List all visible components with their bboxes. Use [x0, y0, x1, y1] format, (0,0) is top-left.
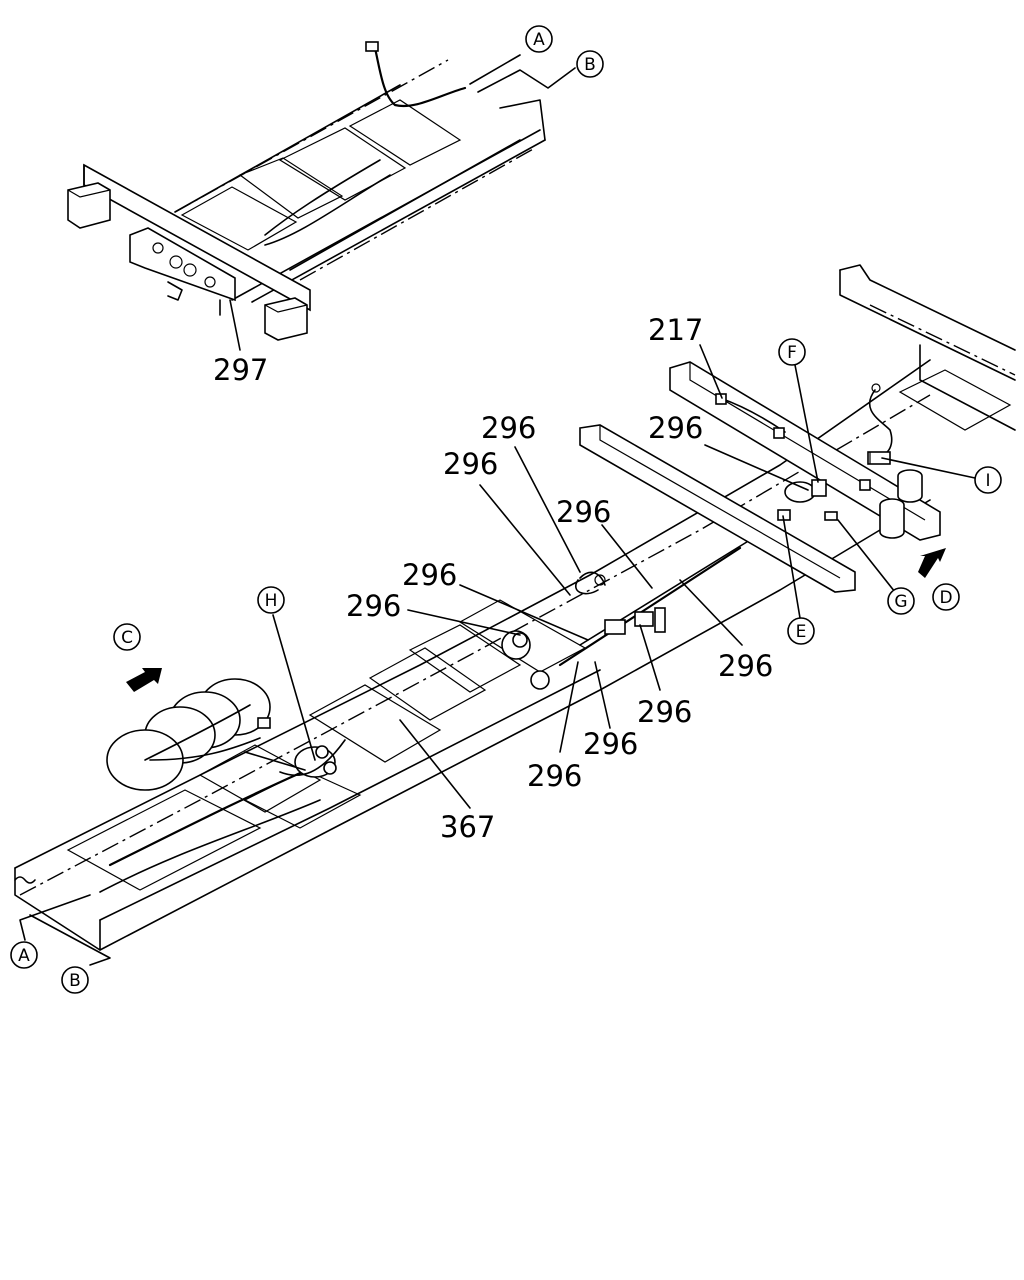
central-junction — [501, 571, 666, 690]
svg-text:E: E — [796, 622, 807, 642]
view-arrows — [126, 548, 946, 692]
svg-text:A: A — [18, 946, 30, 966]
part-number-296: 296 — [718, 649, 773, 683]
arrow-c-icon — [126, 668, 162, 692]
svg-text:H: H — [265, 591, 278, 611]
callout-f: F — [778, 338, 806, 366]
svg-text:I: I — [985, 471, 990, 491]
cross-member-front — [669, 361, 941, 541]
svg-text:A: A — [533, 30, 545, 50]
part-number-296: 296 — [402, 558, 457, 592]
part-number-367: 367 — [440, 810, 495, 844]
cross-member-mid — [579, 424, 856, 593]
svg-text:B: B — [584, 55, 596, 75]
part-number-217: 217 — [648, 313, 703, 347]
front-components — [777, 451, 923, 539]
part-number-297: 297 — [213, 353, 268, 387]
callout-letters: A B F I G D E H — [10, 25, 1002, 994]
part-number-296: 296 — [637, 695, 692, 729]
part-number-296: 296 — [443, 447, 498, 481]
callout-g: G — [887, 587, 915, 615]
callout-a-bottom: A — [10, 941, 38, 969]
callout-a-top: A — [525, 25, 553, 53]
part-number-296: 296 — [346, 589, 401, 623]
callout-b-bottom: B — [61, 966, 89, 994]
callout-i: I — [974, 466, 1002, 494]
svg-text:F: F — [787, 343, 797, 363]
svg-text:C: C — [121, 628, 133, 648]
part-number-296: 296 — [527, 759, 582, 793]
arrow-d-icon — [918, 548, 946, 578]
callout-d: D — [932, 583, 960, 611]
part-number-296: 296 — [648, 411, 703, 445]
svg-text:G: G — [894, 592, 907, 612]
part-number-labels: 297 217 296 296 296 296 296 296 296 296 … — [213, 313, 773, 844]
component-h — [244, 739, 346, 778]
rear-frame-section — [67, 41, 576, 351]
callout-h: H — [257, 586, 285, 614]
main-frame-section — [14, 264, 1016, 951]
callout-c: C — [113, 623, 141, 651]
leader-lines — [19, 344, 976, 966]
callout-b-top: B — [576, 50, 604, 78]
svg-text:B: B — [69, 971, 81, 991]
part-number-296: 296 — [481, 411, 536, 445]
part-number-296: 296 — [556, 495, 611, 529]
part-number-296: 296 — [583, 727, 638, 761]
callout-e: E — [787, 617, 815, 645]
svg-text:D: D — [939, 588, 952, 608]
battery-group — [106, 678, 271, 791]
